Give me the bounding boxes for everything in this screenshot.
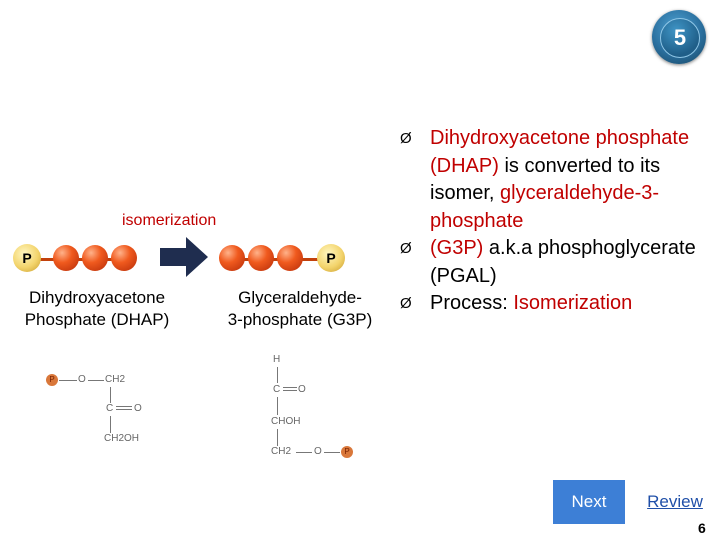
bullet-list: Ø Dihydroxyacetone phosphate (DHAP) is c… xyxy=(400,125,712,318)
dhap-name: Dihydroxyacetone Phosphate (DHAP) xyxy=(2,287,192,331)
bond xyxy=(116,406,132,407)
bullet-arrow-icon: Ø xyxy=(400,295,412,312)
phosphate-symbol: P xyxy=(22,250,32,266)
phosphate-pill: P xyxy=(341,446,353,458)
slide-number: 6 xyxy=(698,520,706,536)
atom-c: C xyxy=(273,384,281,395)
dhap-name-line2: Phosphate (DHAP) xyxy=(24,310,170,329)
atom-o: O xyxy=(78,374,86,385)
atom-ch2oh: CH2OH xyxy=(104,433,140,444)
carbon-ball xyxy=(53,245,79,271)
bullet-item: Ø Dihydroxyacetone phosphate (DHAP) is c… xyxy=(400,125,712,235)
phosphate-ball: P xyxy=(317,244,345,272)
bond xyxy=(59,380,77,381)
bullet-text-aka: a.k.a phosphoglycerate (PGAL) xyxy=(430,237,696,287)
bullet-text-g3p-abbr: (G3P) xyxy=(430,237,484,259)
atom-c: C xyxy=(106,403,114,414)
g3p-name-line1: Glyceraldehyde- xyxy=(238,288,362,307)
review-link[interactable]: Review xyxy=(647,492,703,511)
dhap-name-line1: Dihydroxyacetone xyxy=(28,288,166,307)
atom-ch2: CH2 xyxy=(105,374,126,385)
bond xyxy=(296,452,312,453)
g3p-name: Glyceraldehyde- 3-phosphate (G3P) xyxy=(200,287,400,331)
bullet-item: Ø Process: Isomerization xyxy=(400,290,712,318)
bond xyxy=(283,390,297,391)
bullet-text-converted: is converted to its isomer, xyxy=(430,154,661,205)
bond xyxy=(277,367,278,383)
atom-o: O xyxy=(134,403,142,414)
bond xyxy=(88,380,104,381)
phosphate-ball: P xyxy=(13,244,41,272)
carbon-ball xyxy=(248,245,274,271)
bond xyxy=(277,397,278,415)
isomerization-label: isomerization xyxy=(122,212,217,229)
bullet-text-process: Process: xyxy=(430,292,514,314)
carbon-ball xyxy=(111,245,137,271)
carbon-ball xyxy=(219,245,245,271)
phosphate-symbol: P xyxy=(49,375,55,384)
atom-o: O xyxy=(314,446,322,457)
bullet-text-g3p: glyceraldehyde-3-phosphate xyxy=(430,182,660,232)
bullet-arrow-icon: Ø xyxy=(400,130,412,147)
bullet-text-dhap: Dihydroxyacetone phosphate (DHAP) xyxy=(430,127,690,177)
bond xyxy=(110,416,111,433)
atom-h: H xyxy=(273,354,281,365)
step-badge-inner: 5 xyxy=(660,18,700,58)
bond xyxy=(277,429,278,446)
bond xyxy=(324,452,340,453)
bullet-arrow-icon: Ø xyxy=(400,240,412,257)
carbon-ball xyxy=(82,245,108,271)
carbon-ball xyxy=(277,245,303,271)
bond xyxy=(110,387,111,403)
atom-ch2: CH2 xyxy=(271,446,292,457)
phosphate-pill: P xyxy=(46,374,58,386)
next-button[interactable]: Next xyxy=(553,480,625,524)
reaction-arrow-icon xyxy=(160,237,208,277)
step-number: 5 xyxy=(673,25,687,50)
atom-choh: CHOH xyxy=(271,416,301,427)
step-badge: 5 xyxy=(652,10,706,64)
atom-o: O xyxy=(298,384,306,395)
bond xyxy=(283,387,297,388)
bullet-text-isomerization: Isomerization xyxy=(513,292,633,314)
phosphate-symbol: P xyxy=(326,250,336,266)
g3p-name-line2: 3-phosphate (G3P) xyxy=(227,310,373,329)
phosphate-symbol: P xyxy=(344,447,350,456)
bullet-item: Ø (G3P) a.k.a phosphoglycerate (PGAL) xyxy=(400,235,712,290)
bond xyxy=(116,409,132,410)
chain-bond xyxy=(26,258,136,261)
